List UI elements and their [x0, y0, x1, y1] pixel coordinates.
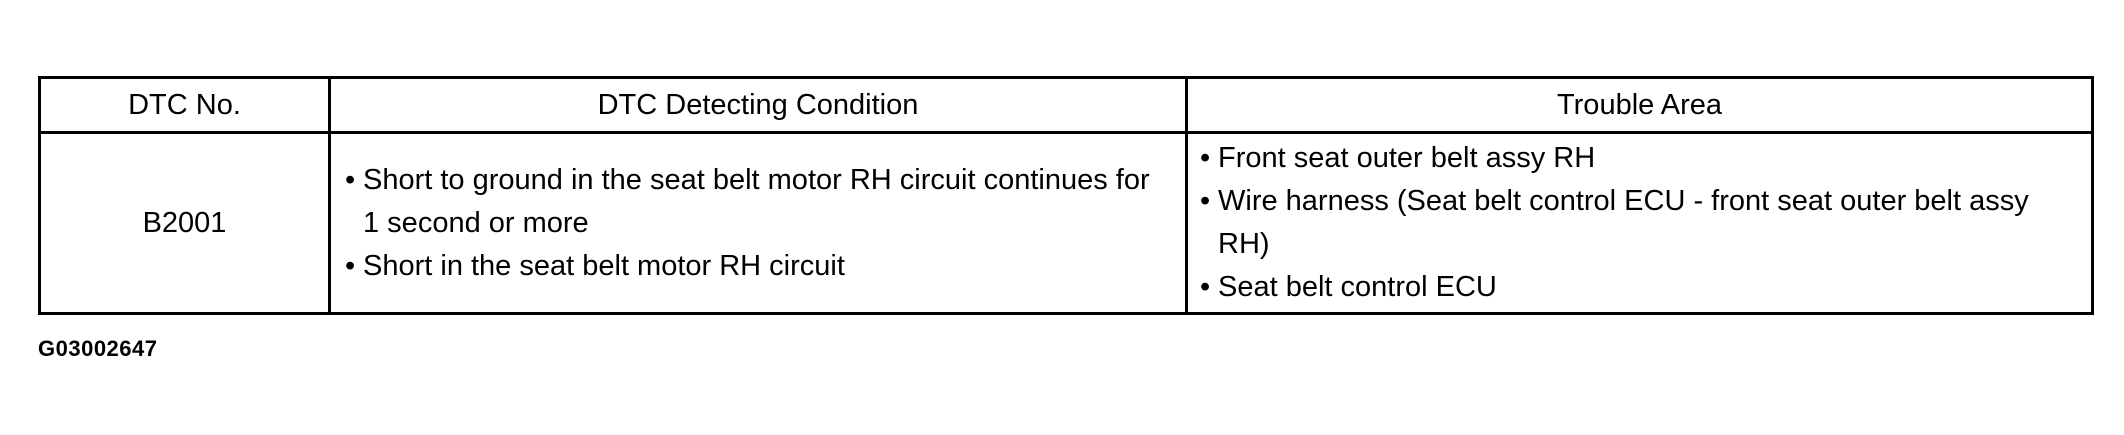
header-detecting-condition: DTC Detecting Condition: [328, 76, 1188, 134]
trouble-area-item: Front seat outer belt assy RH: [1200, 137, 2051, 180]
trouble-area-list: Front seat outer belt assy RH Wire harne…: [1200, 137, 2051, 309]
figure-code: G03002647: [38, 336, 158, 361]
dtc-code-cell: B2001: [38, 131, 331, 315]
condition-item: Short to ground in the seat belt motor R…: [345, 159, 1171, 245]
trouble-area-item: Wire harness (Seat belt control ECU - fr…: [1200, 180, 2051, 266]
condition-item: Short in the seat belt motor RH circuit: [345, 245, 1171, 288]
header-trouble-area: Trouble Area: [1185, 76, 2094, 134]
header-dtc-no: DTC No.: [38, 76, 331, 134]
condition-list: Short to ground in the seat belt motor R…: [345, 159, 1171, 288]
trouble-area-cell: Front seat outer belt assy RH Wire harne…: [1185, 131, 2094, 315]
dtc-table: DTC No. DTC Detecting Condition Trouble …: [38, 76, 2094, 315]
header-row: DTC No. DTC Detecting Condition Trouble …: [38, 76, 2094, 134]
trouble-area-item: Seat belt control ECU: [1200, 266, 2051, 309]
detecting-condition-cell: Short to ground in the seat belt motor R…: [328, 131, 1188, 315]
table-row: B2001 Short to ground in the seat belt m…: [38, 131, 2094, 315]
